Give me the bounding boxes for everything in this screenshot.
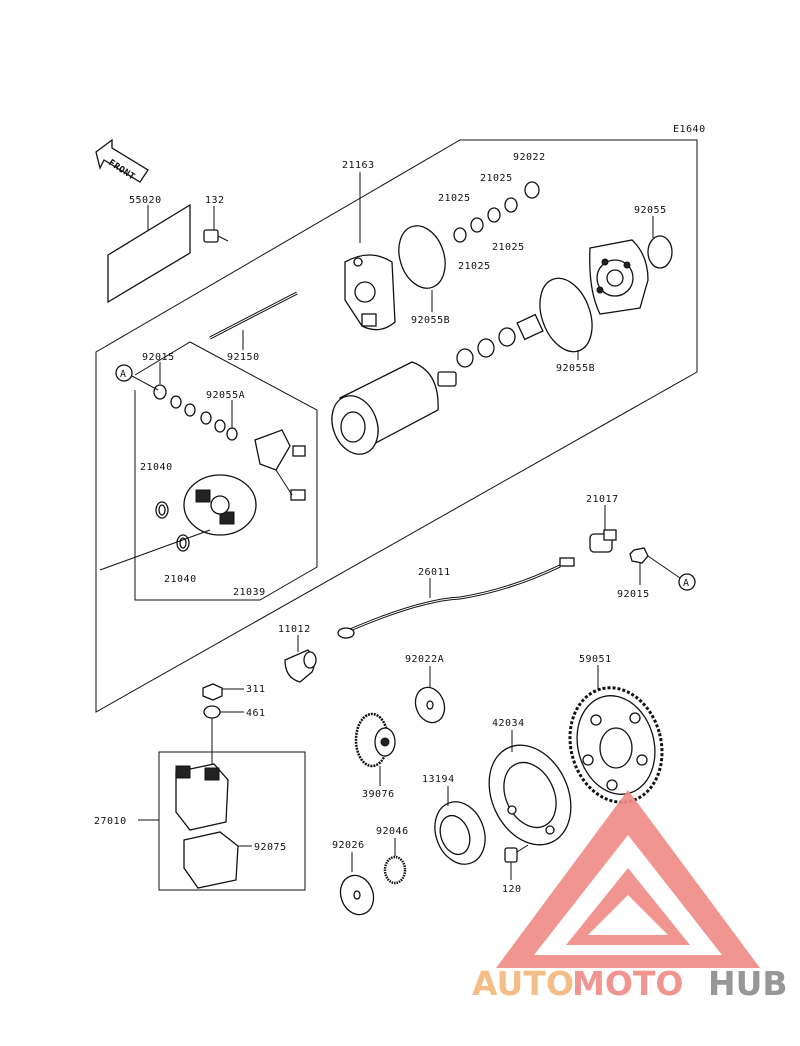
label-132: 132 — [205, 195, 225, 206]
label-92055: 92055 — [634, 205, 667, 216]
nut-92015 — [629, 547, 649, 564]
rear-cover — [344, 254, 396, 331]
label-92015-left: 92015 — [142, 352, 175, 363]
motor-yoke — [331, 361, 457, 455]
starter-cable-26011 — [337, 557, 575, 639]
label-26011: 26011 — [418, 567, 451, 578]
relay-group-frame — [158, 751, 306, 891]
idler-gear-39076 — [354, 712, 396, 768]
label-92046: 92046 — [376, 826, 409, 837]
brush-spring-upper — [155, 501, 169, 519]
label-311: 311 — [246, 684, 266, 695]
label-21040-lower: 21040 — [164, 574, 197, 585]
label-13194: 13194 — [422, 774, 455, 785]
brush-holder-frame — [134, 341, 318, 601]
starter-gear-59051 — [568, 686, 664, 804]
relay-cover-92075 — [183, 831, 239, 889]
svg-text:A: A — [683, 578, 690, 589]
assembly-frame — [95, 139, 698, 713]
label-92026: 92026 — [332, 840, 365, 851]
diagram-code: E1640 — [673, 124, 706, 135]
o-ring-92055b-lower — [539, 277, 593, 353]
terminal-boot-21017 — [589, 529, 617, 553]
logo-word-auto: AUTO — [472, 964, 574, 1003]
front-cover — [589, 239, 649, 315]
automotohub-logo: AUTO MOTO HUB — [472, 790, 788, 1003]
label-21163: 21163 — [342, 160, 375, 171]
label-92055a: 92055A — [206, 390, 245, 401]
washer-stack-lower — [456, 313, 544, 368]
washer-461 — [203, 705, 221, 719]
label-21025-c: 21025 — [492, 242, 525, 253]
callout-a-left: A — [115, 364, 133, 382]
brush-plate — [183, 474, 257, 536]
bearing-13194 — [434, 801, 486, 865]
logo-word-hub: HUB — [708, 964, 788, 1003]
brush-terminals — [254, 429, 306, 501]
gasket-55020 — [107, 203, 191, 304]
label-21040-upper: 21040 — [140, 462, 173, 473]
o-ring-92055 — [647, 235, 673, 269]
label-21025-a: 21025 — [480, 173, 513, 184]
brush-washers — [153, 384, 238, 441]
label-21039: 21039 — [233, 587, 266, 598]
label-21017: 21017 — [586, 494, 619, 505]
label-92022a: 92022A — [405, 654, 444, 665]
cap-11012 — [284, 649, 317, 683]
nut-311 — [202, 683, 223, 701]
logo-word-moto: MOTO — [572, 964, 683, 1003]
through-bolt-92150 — [209, 291, 298, 350]
label-11012: 11012 — [278, 624, 311, 635]
starter-clutch-42034 — [488, 744, 572, 846]
label-21025-d: 21025 — [458, 261, 491, 272]
label-92022: 92022 — [513, 152, 546, 163]
needle-bearing-92046 — [383, 855, 407, 885]
label-461: 461 — [246, 708, 266, 719]
brush-spring-lower — [176, 534, 190, 552]
label-92055b-lower: 92055B — [556, 363, 595, 374]
front-arrow-icon: FRONT — [95, 138, 149, 183]
label-92055b-upper: 92055B — [411, 315, 450, 326]
label-27010: 27010 — [94, 816, 127, 827]
washer-stack-upper — [453, 181, 540, 243]
label-42034: 42034 — [492, 718, 525, 729]
bolt-132 — [203, 206, 229, 243]
svg-text:A: A — [120, 369, 127, 380]
label-39076: 39076 — [362, 789, 395, 800]
label-92150: 92150 — [227, 352, 260, 363]
o-ring-92055b-upper — [398, 225, 446, 289]
bolt-120 — [504, 844, 529, 863]
label-120: 120 — [502, 884, 522, 895]
starter-relay — [175, 763, 229, 831]
label-55020: 55020 — [129, 195, 162, 206]
label-21025-b: 21025 — [438, 193, 471, 204]
label-92075: 92075 — [254, 842, 287, 853]
label-59051: 59051 — [579, 654, 612, 665]
label-92015-right: 92015 — [617, 589, 650, 600]
callout-a-right: A — [678, 573, 696, 591]
